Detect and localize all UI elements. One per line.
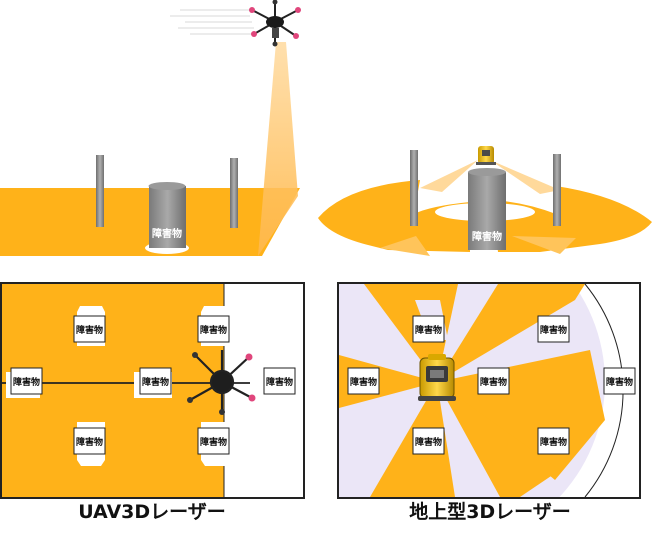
obstacle-box: 障害物 — [73, 422, 106, 466]
obstacle-box: 障害物 — [197, 306, 230, 346]
obstacle-label: 障害物 — [142, 376, 169, 388]
obstacle-label: 障害物 — [472, 230, 502, 243]
obstacle-box: 障害物 — [537, 427, 570, 455]
pole-left — [96, 155, 104, 227]
obstacle-label: 障害物 — [540, 436, 567, 448]
ground-scan-ring — [318, 180, 470, 252]
drone-icon — [187, 350, 256, 415]
ground-plan-frame — [337, 282, 641, 499]
obstacle-box: 障害物 — [412, 315, 445, 343]
obstacle-box: 障害物 — [603, 367, 636, 395]
obstacle-box: 障害物 — [6, 367, 43, 398]
caption-uav: UAV3Dレーザー — [78, 501, 226, 523]
obstacle-box: 障害物 — [197, 422, 230, 466]
obstacle-label: 障害物 — [350, 376, 377, 388]
obstacle-label: 障害物 — [480, 376, 507, 388]
ground-scan-ray — [437, 284, 585, 382]
obstacle-box: 障害物 — [263, 367, 296, 395]
ground-scan-ray — [437, 382, 560, 497]
obstacle-cylinder-uav: 障害物 — [145, 182, 189, 254]
obstacle-box: 障害物 — [134, 367, 172, 398]
obstacle-label: 障害物 — [606, 376, 633, 388]
obstacle-box: 障害物 — [477, 367, 510, 395]
obstacle-box: 障害物 — [73, 306, 106, 346]
obstacle-label: 障害物 — [152, 227, 182, 240]
ground-3d-scene: 障害物 — [318, 146, 652, 256]
obstacle-label: 障害物 — [415, 436, 442, 448]
obstacle-label: 障害物 — [76, 324, 103, 336]
ground-scanner-icon — [418, 354, 456, 401]
obstacle-label: 障害物 — [200, 324, 227, 336]
uav-laser-beam — [258, 42, 298, 256]
obstacle-label: 障害物 — [200, 436, 227, 448]
obstacle-label: 障害物 — [76, 436, 103, 448]
obstacle-box: 障害物 — [412, 427, 445, 455]
uav-plan-frame — [0, 282, 305, 499]
caption-ground: 地上型3Dレーザー — [409, 501, 571, 523]
obstacle-cylinder-ground: 障害物 — [468, 168, 506, 250]
pole-right — [553, 154, 561, 226]
pole-left — [410, 150, 418, 226]
uav-3d-scene: 障害物 — [0, 0, 301, 256]
ground-laser-fan-right — [490, 160, 560, 194]
pole-right — [230, 158, 238, 228]
drone-icon — [170, 0, 301, 47]
uav-plan-view: 障害物 障害物 障害物 障害物 障害物 障害物 障害物 — [0, 282, 305, 499]
ground-laser-fan-left — [420, 160, 478, 192]
obstacle-label: 障害物 — [266, 376, 293, 388]
obstacle-box: 障害物 — [537, 315, 570, 343]
obstacle-label: 障害物 — [540, 324, 567, 336]
ground-plan-view: 障害物 障害物 障害物 障害物 障害物 障害物 障害物 — [337, 282, 641, 499]
obstacle-label: 障害物 — [415, 324, 442, 336]
ground-scanner-icon — [476, 146, 496, 165]
obstacle-box: 障害物 — [347, 367, 380, 395]
obstacle-label: 障害物 — [13, 376, 40, 388]
